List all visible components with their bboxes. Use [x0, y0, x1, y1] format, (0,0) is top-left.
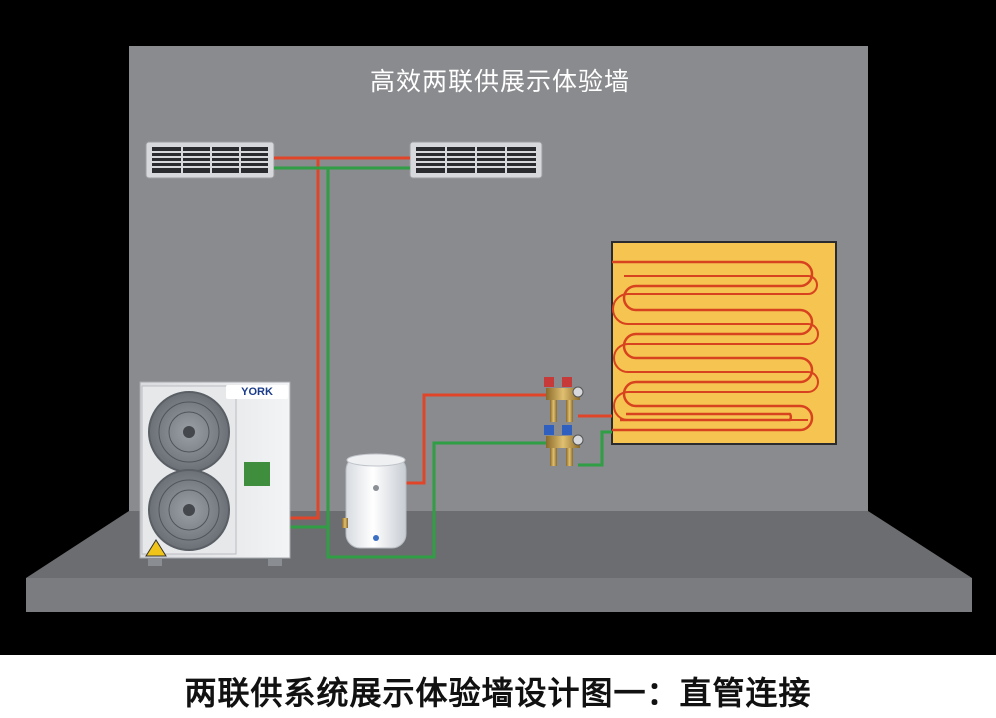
- wall-title: 高效两联供展示体验墙: [369, 67, 630, 96]
- manifold-valve-icon: [544, 425, 584, 466]
- fan-icon: [148, 469, 230, 551]
- hot-water-pipe: [274, 156, 612, 520]
- green-label: [244, 462, 270, 486]
- warning-sticker: [145, 539, 167, 557]
- floor-front-edge: [26, 578, 972, 612]
- water-tank-icon: [342, 453, 407, 549]
- manifold-valve-icon: [544, 377, 584, 422]
- air-vent-icon: [409, 141, 543, 179]
- fan-icon: [148, 391, 230, 473]
- outdoor-unit: [139, 381, 291, 566]
- floor-heating-panel: [611, 241, 837, 445]
- air-vent-icon: [145, 141, 275, 179]
- diagram-caption: 两联供系统展示体验墙设计图一：直管连接: [184, 674, 812, 712]
- york-brand-label: YORK: [226, 385, 288, 399]
- cold-water-pipe: [274, 166, 612, 559]
